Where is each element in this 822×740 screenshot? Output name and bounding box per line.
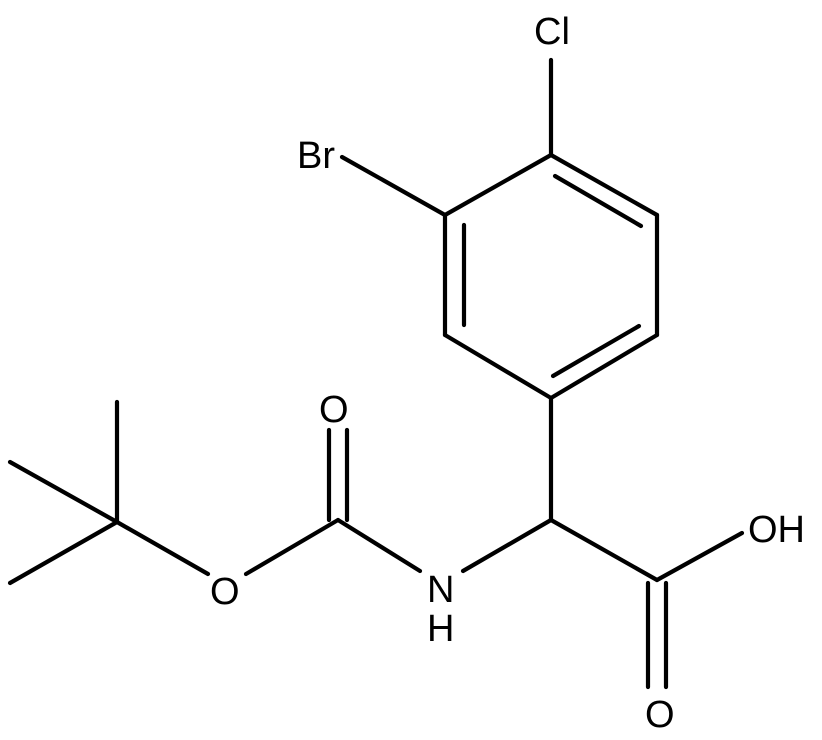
bond-ring-c4-c5 (548, 152, 660, 218)
atom-label-br: Br (297, 135, 335, 177)
bond-acid-oh (654, 530, 745, 583)
atom-label-o-acid-carbonyl: O (645, 694, 675, 736)
bond-alpha-acid-carbon (548, 517, 660, 583)
bond-tbutyl-methyl-left (7, 459, 120, 525)
bond-alpha-n (460, 517, 554, 574)
atom-label-n: N (427, 569, 454, 611)
bond-ring-c6-c1 (548, 332, 660, 401)
atom-label-h-amine: H (427, 608, 454, 650)
bond-n-boc-carbon (335, 517, 423, 574)
bond-boc-carbon-o (243, 517, 341, 577)
bond-ring-c6-c1-inner (550, 323, 642, 379)
bond-o-tbutyl (114, 519, 211, 577)
benzene-ring (442, 152, 660, 401)
bond-ring-c1-c2 (442, 332, 554, 401)
bond-ring-c3-c4 (442, 152, 554, 218)
atom-label-oh: OH (748, 509, 805, 551)
atom-label-o-boc-carbonyl: O (319, 389, 349, 431)
atom-label-o-boc-ester: O (210, 571, 240, 613)
bond-ring-c4-c5-inner (552, 173, 644, 229)
bond-c-br (339, 154, 448, 218)
bond-tbutyl-methyl-bottom (7, 519, 120, 586)
atom-label-cl: Cl (534, 11, 570, 53)
